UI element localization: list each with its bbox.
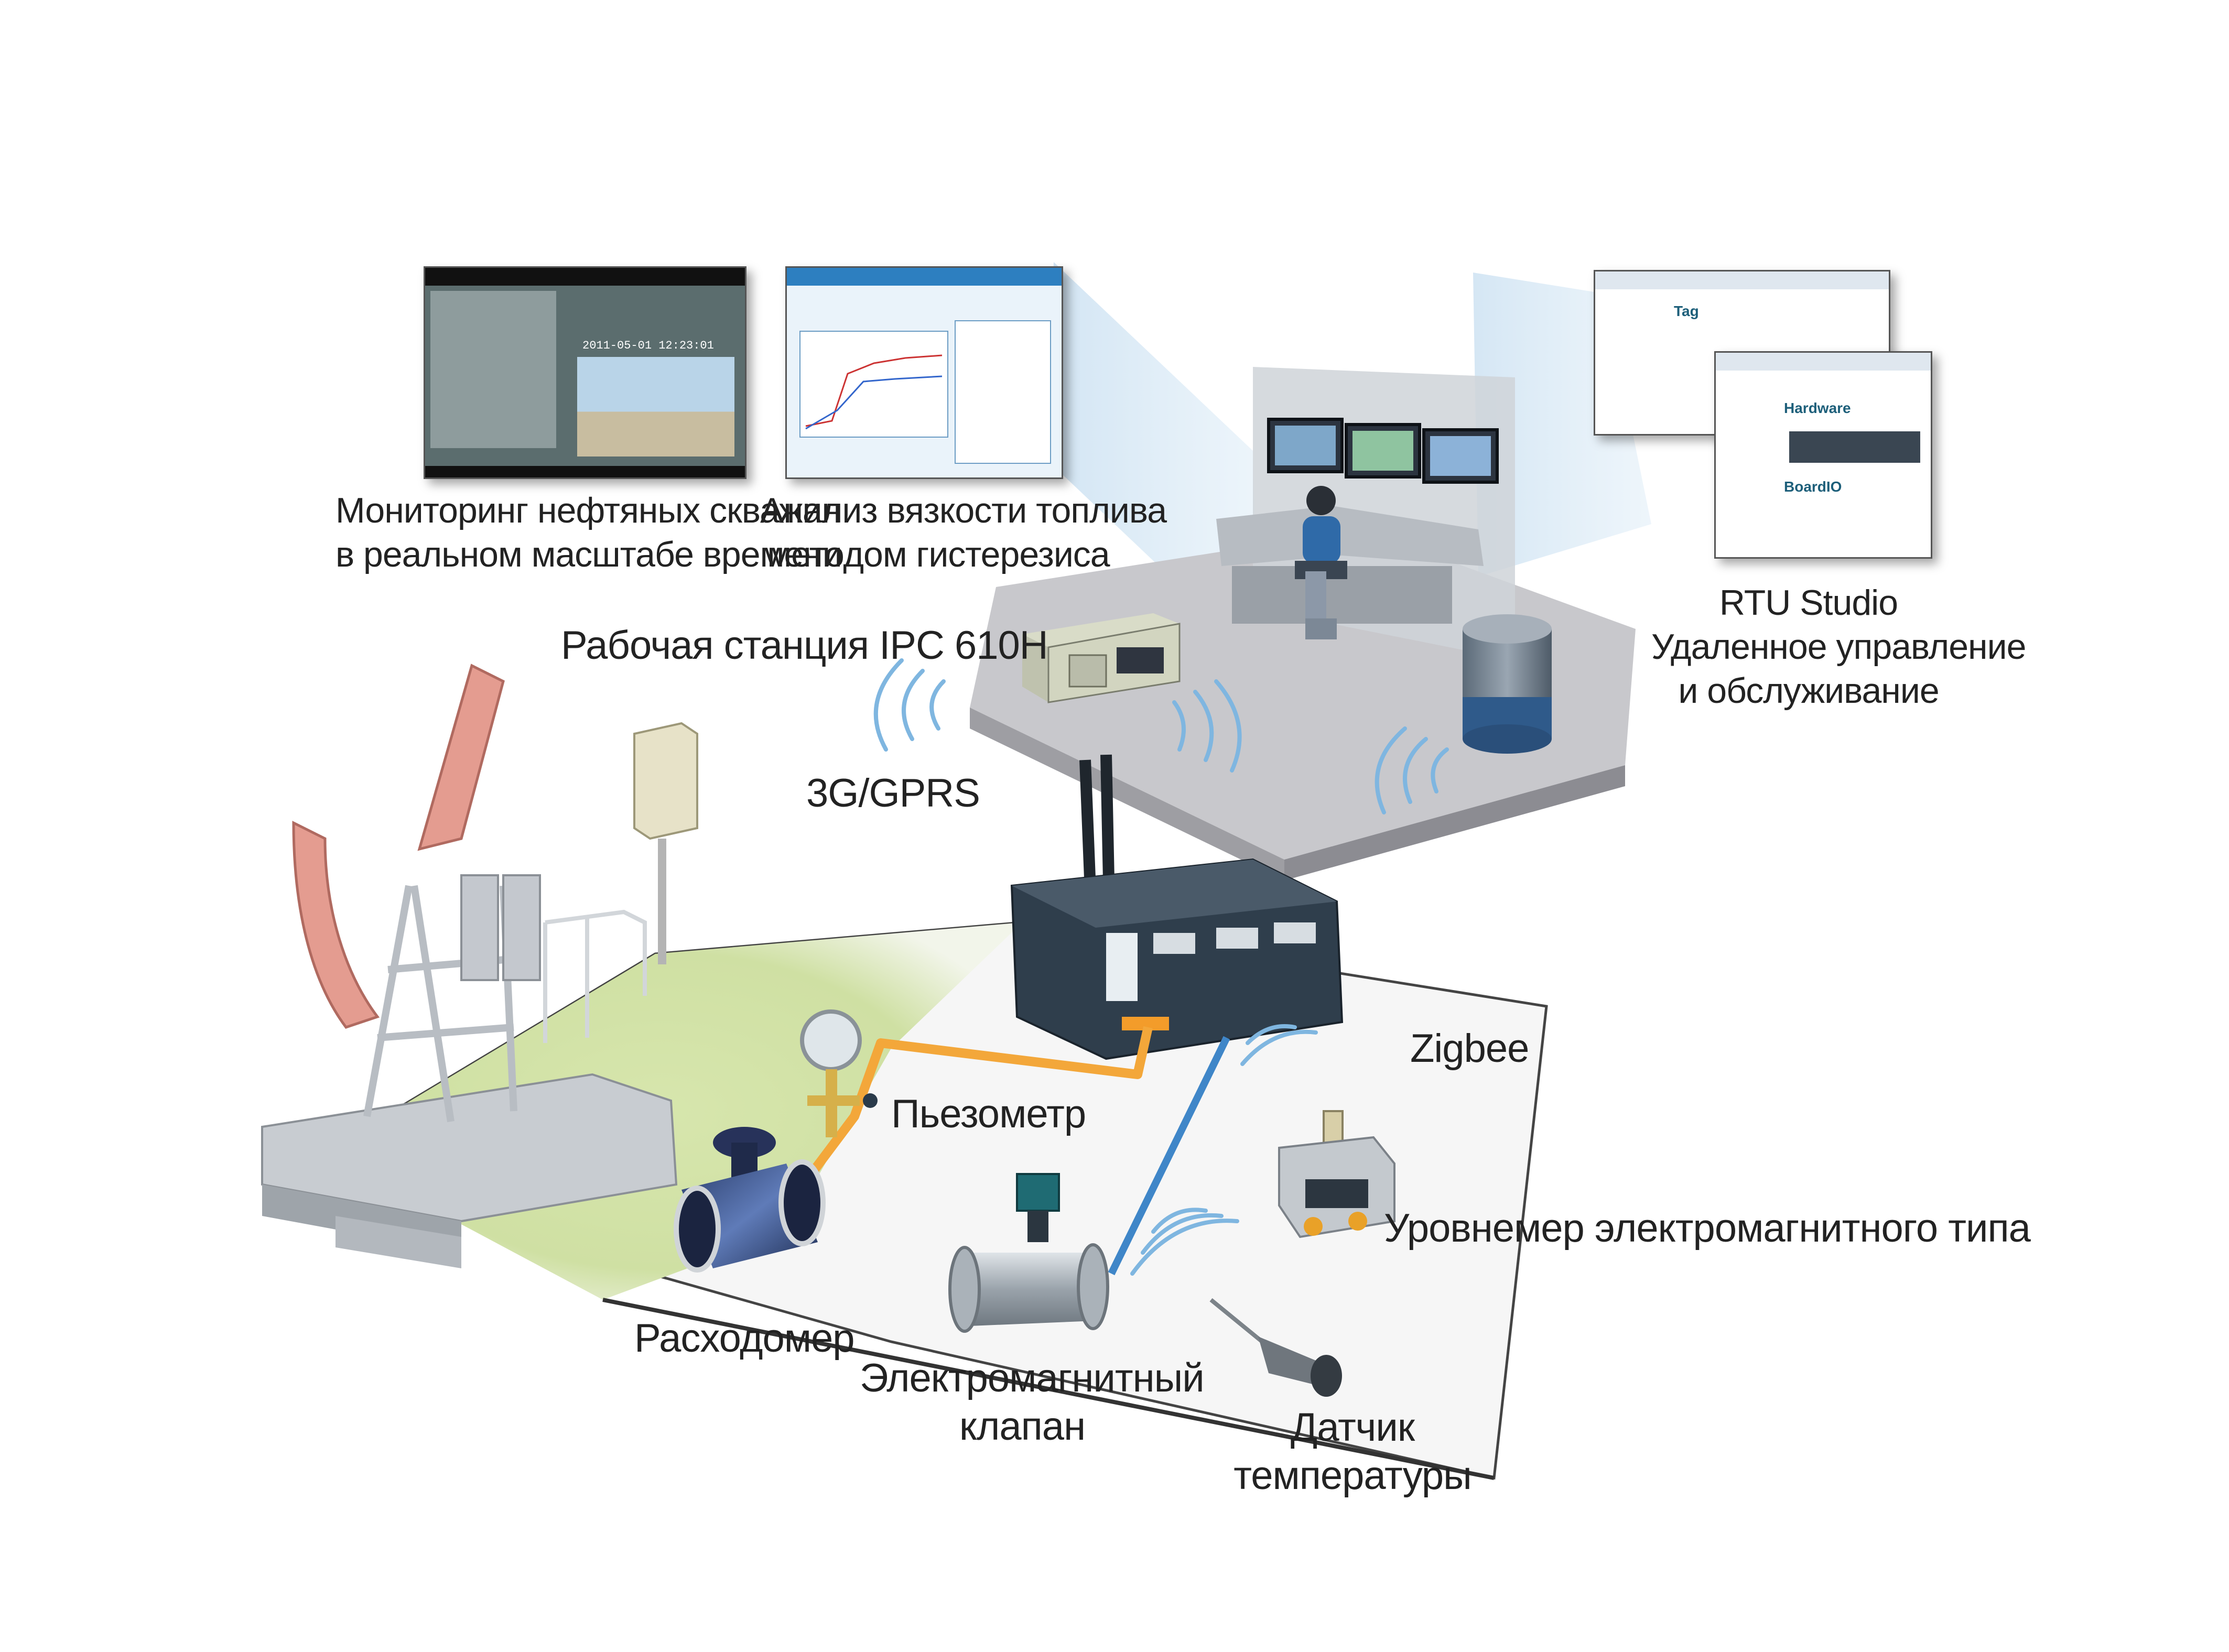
label-valve-line1: Электромагнитный	[860, 1356, 1205, 1400]
junction-box	[633, 722, 698, 964]
adam-rtu-device	[1010, 754, 1344, 1060]
operator-desk	[1216, 506, 1484, 566]
control-room-floor-edge-right	[1284, 765, 1625, 881]
label-viscosity-line2: методом гистерезиса	[767, 535, 1110, 574]
label-viscosity-line1: Анализ вязкости топлива	[760, 491, 1167, 530]
rtu-studio-window-front: Hardware BoardIO	[1714, 351, 1932, 559]
viscosity-titlebar	[787, 268, 1062, 286]
monitoring-screenshot: 2011-05-01 12:23:01	[424, 266, 746, 479]
viscosity-chart	[799, 331, 948, 438]
rtu-section-tag: Tag	[1674, 303, 1699, 319]
label-monitoring-line1: Мониторинг нефтяных скважин	[336, 491, 841, 530]
label-gprs: 3G/GPRS	[806, 771, 980, 816]
temperature-sensor	[1209, 1298, 1342, 1397]
label-monitoring-line2: в реальном масштабе времени	[336, 535, 842, 574]
label-flowmeter: Расходомер	[634, 1316, 855, 1361]
rtu-front-titlebar	[1716, 353, 1931, 371]
monitoring-panel	[430, 291, 556, 448]
viscosity-table	[955, 320, 1051, 464]
monitoring-footer	[425, 466, 745, 477]
field-edge-bottom	[602, 1298, 1495, 1480]
pump-jack	[261, 664, 678, 1268]
label-level-meter: Уровнемер электромагнитного типа	[1384, 1206, 2031, 1251]
operator-figure	[1295, 486, 1347, 639]
control-monitors	[1267, 418, 1499, 484]
label-piezometer: Пьезометр	[891, 1092, 1086, 1136]
label-temp-line1: Датчик	[1290, 1405, 1415, 1450]
monitoring-video	[577, 357, 734, 457]
label-rtu-studio: RTU Studio	[1719, 583, 1898, 623]
monitoring-titlebar	[425, 268, 745, 286]
label-rtu-remote: Удаленное управление	[1651, 627, 2026, 667]
monitoring-timestamp: 2011-05-01 12:23:01	[582, 339, 714, 352]
flowmeter	[674, 1127, 826, 1273]
label-temp-line2: температуры	[1233, 1453, 1471, 1498]
electromagnetic-valve	[948, 1173, 1109, 1333]
wired-link-orange	[772, 1026, 1153, 1224]
viscosity-curve	[805, 354, 943, 430]
label-zigbee: Zigbee	[1410, 1026, 1529, 1071]
viscosity-screenshot	[785, 266, 1063, 479]
storage-drum	[1463, 614, 1552, 754]
rtu-section-hardware: Hardware	[1784, 400, 1851, 416]
label-valve-line2: клапан	[959, 1404, 1086, 1449]
rtu-hardware-image	[1789, 431, 1920, 463]
control-room-floor-edge	[970, 708, 1284, 881]
ipc-610h-workstation	[1022, 613, 1181, 703]
rtu-back-titlebar	[1595, 271, 1889, 289]
rtu-section-boardio: BoardIO	[1784, 479, 1842, 495]
label-workstation: Рабочая станция IPC 610H	[561, 623, 1048, 668]
wired-link-blue	[1108, 1036, 1230, 1276]
piezometer	[800, 1009, 878, 1137]
label-rtu-maintenance: и обслуживание	[1678, 671, 1939, 711]
level-meter	[1278, 1110, 1395, 1238]
wireless-signals	[873, 658, 1449, 1276]
